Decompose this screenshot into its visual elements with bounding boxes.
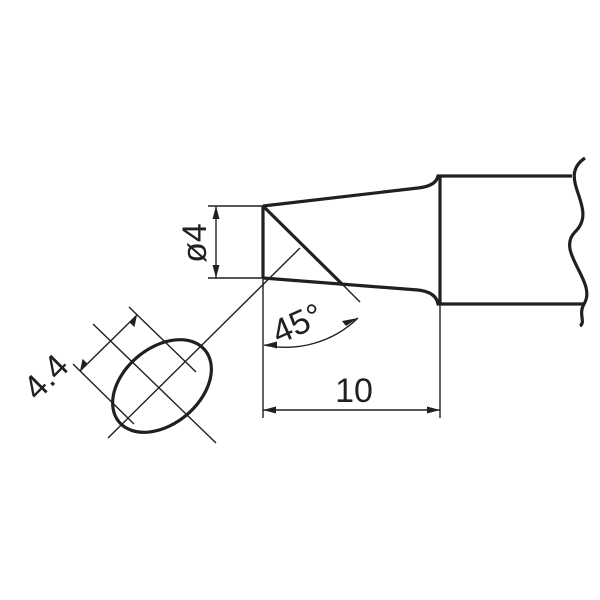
angle-arrow-right: [342, 318, 358, 326]
angle-arrow-left: [264, 341, 277, 349]
face-width-arrow-lower: [80, 358, 88, 371]
face-width-dimension: 4.4: [16, 306, 197, 425]
face-width-label: 4.4: [16, 347, 76, 407]
length-arrow-right: [427, 406, 440, 414]
angle-extension-line: [342, 284, 361, 303]
tip-outline: [261, 156, 589, 328]
diameter-arrow-bottom: [212, 265, 220, 278]
bevel-face-centerline: [92, 323, 217, 444]
diameter-label: ø4: [176, 223, 214, 263]
diameter-dimension: ø4: [176, 205, 263, 279]
face-width-extension-lower: [72, 363, 135, 425]
face-width-dimension-line: [79, 314, 138, 372]
length-arrow-left: [263, 406, 276, 414]
face-width-arrow-upper: [129, 315, 137, 328]
length-label: 10: [335, 372, 373, 410]
length-dimension: 10: [263, 304, 441, 418]
tip-upper-taper: [262, 174, 440, 208]
break-line: [568, 156, 589, 328]
diameter-arrow-top: [212, 206, 220, 219]
face-width-extension-upper: [128, 306, 197, 373]
bevel-face-view: [92, 247, 301, 444]
tip-bevel-face: [261, 204, 345, 287]
bevel-projection-line: [107, 247, 301, 439]
tip-lower-taper: [262, 276, 440, 306]
